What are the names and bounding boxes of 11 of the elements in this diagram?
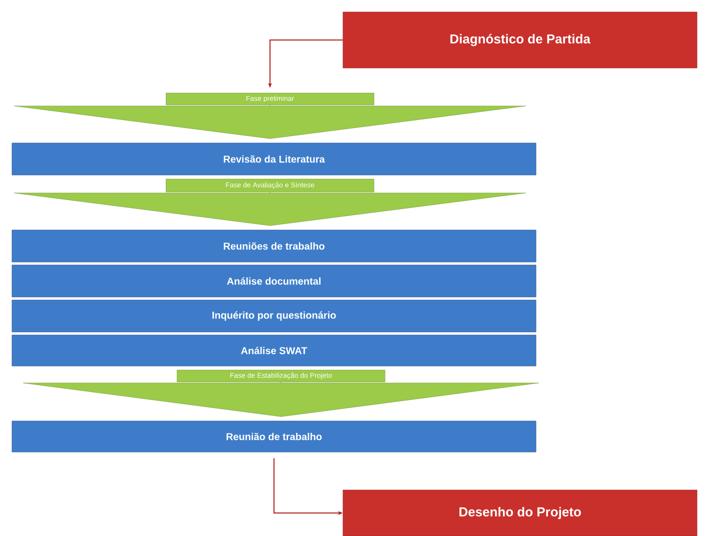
step-bar: Revisão da Literatura — [12, 142, 536, 176]
step-bar: Reuniões de trabalho — [12, 230, 536, 262]
chevron-arrow — [23, 382, 539, 417]
terminal-box: Desenho do Projeto — [342, 490, 698, 536]
terminal-box: Diagnóstico de Partida — [342, 12, 698, 68]
step-bar: Análise SWAT — [12, 334, 536, 366]
step-bar: Inquérito por questionário — [12, 300, 536, 332]
chevron-arrow — [14, 104, 526, 139]
chevron-arrow — [14, 192, 526, 226]
step-bar: Análise documental — [12, 264, 536, 298]
step-bar: Reunião de trabalho — [12, 420, 536, 452]
